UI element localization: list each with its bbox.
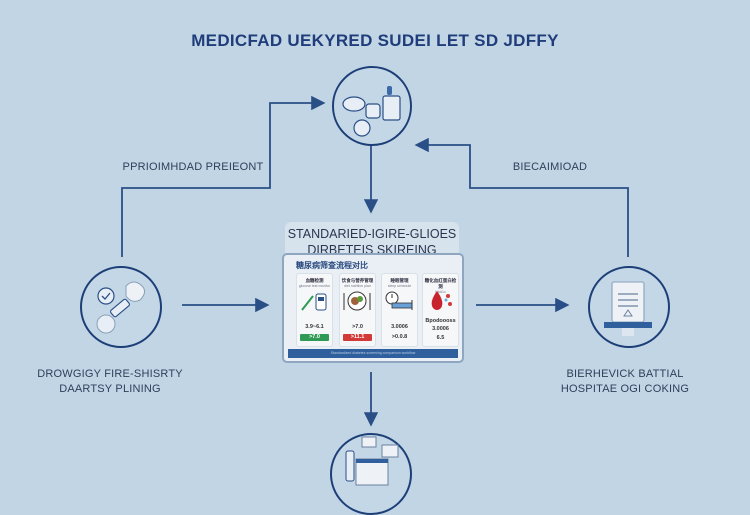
- monitoring-system-node[interactable]: [330, 433, 412, 515]
- card-title: 糖化血红蛋白检测: [424, 278, 457, 289]
- label-left: DROWGIGY FIRE-SHISRTY DAARTSY PLINING: [30, 367, 190, 397]
- card-title: 饮食与营养管理: [341, 278, 374, 283]
- blood-drop-icon: [431, 291, 452, 310]
- hospital-document-icon: [604, 281, 652, 336]
- card-badge: >7.0: [300, 334, 329, 341]
- label-right-line-2: HOSPITAE OGI COKING: [560, 383, 690, 395]
- glucose-meter-icon: [301, 293, 327, 311]
- card-legend: Bpodoooss: [425, 318, 456, 324]
- card-value: >7.0: [352, 324, 363, 330]
- syringe-vaccine-icon: [96, 281, 146, 334]
- card-sleep[interactable]: 睡眠管理 sleep schedule 3.0006 >0.0.8: [381, 273, 418, 347]
- arrow-right-to-top: [414, 137, 629, 257]
- label-top-left: PPRIOIMHDAD PREIEONT: [122, 161, 264, 173]
- panel-title: 糖尿病筛查流程对比: [296, 261, 368, 270]
- panel-footer: Standardized diabetes screening comparis…: [288, 349, 458, 358]
- diagram-title: MEDICFAD UEKYRED SUDEI LET SD JDFFY: [191, 31, 559, 50]
- connector-arrows: [121, 95, 629, 427]
- patient-records-icon: [342, 86, 401, 137]
- center-header-line-1: STANDARIED-IGIRE-GLIOES: [287, 227, 457, 241]
- sleep-clock-icon: [385, 291, 413, 310]
- card-subtitle: glucose test monitor: [298, 284, 331, 288]
- card-title: 血糖检测: [305, 278, 324, 283]
- card-value: 3.0006: [391, 324, 408, 330]
- card-value: 3.9~6.1: [305, 324, 324, 330]
- card-subtitle: sleep schedule: [387, 284, 412, 288]
- arrow-left-to-top: [121, 95, 326, 257]
- card-badge: 6.5: [436, 335, 445, 341]
- screening-comparison-panel: 糖尿病筛查流程对比 血糖检测 glucose test monitor 3.9~…: [282, 253, 464, 363]
- card-badge: >0.0.8: [391, 334, 408, 340]
- label-left-line-2: DAARTSY PLINING: [59, 383, 161, 395]
- card-value: 3.0006: [432, 326, 449, 332]
- card-subtitle: diet nutrition plan: [344, 284, 371, 288]
- label-right-line-1: BIERHEVICK BATTIAL: [566, 368, 684, 380]
- card-subtitle: HbA1c: [435, 290, 446, 294]
- vaccine-prevention-node[interactable]: [80, 266, 162, 348]
- label-right: BIERHEVICK BATTIAL HOSPITAE OGI COKING: [555, 367, 695, 397]
- card-glucose[interactable]: 血糖检测 glucose test monitor 3.9~6.1 >7.0: [296, 273, 333, 347]
- card-hba1c[interactable]: 糖化血红蛋白检测 HbA1c Bpodoooss 3.0006 6.5: [422, 273, 459, 347]
- card-badge: >11.1: [343, 334, 372, 341]
- label-top-right: BIECAIMIOAD: [512, 161, 588, 173]
- patient-records-node[interactable]: [332, 66, 412, 146]
- card-diet[interactable]: 饮食与营养管理 diet nutrition plan >7.0 >11.1: [339, 273, 376, 347]
- card-title: 睡眠管理: [390, 278, 409, 283]
- hospital-document-node[interactable]: [588, 266, 670, 348]
- meal-plate-icon: [343, 291, 371, 311]
- label-left-line-1: DROWGIGY FIRE-SHISRTY: [37, 368, 183, 380]
- monitoring-system-icon: [345, 436, 399, 486]
